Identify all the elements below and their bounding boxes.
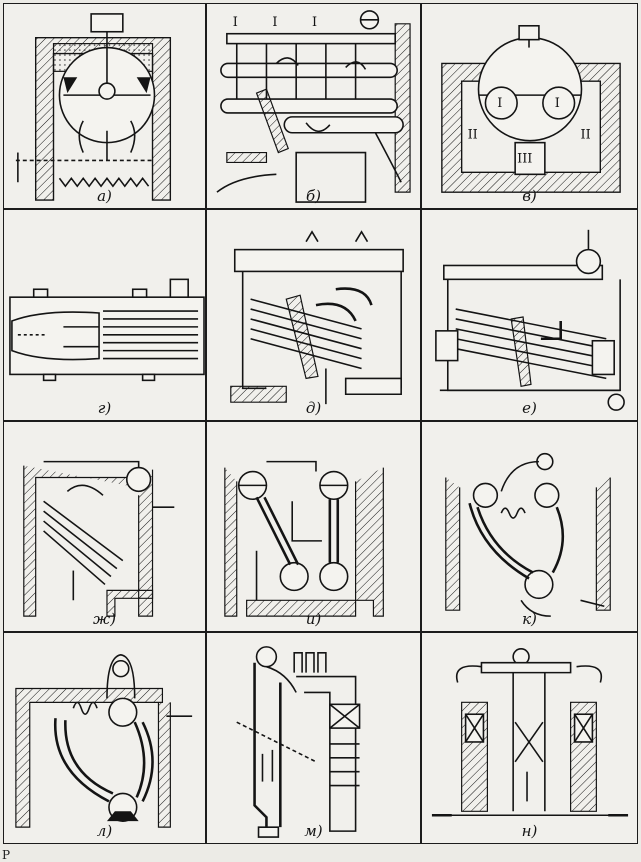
roman-I-3: I	[312, 15, 317, 30]
panel-zh-drawing	[23, 460, 175, 617]
panel-d: д)	[206, 209, 421, 421]
panel-k: к)	[421, 421, 638, 632]
panel-a-drawing	[15, 13, 172, 201]
panel-v-drawing: I I II II III	[441, 24, 621, 193]
panel-i-drawing	[224, 460, 384, 617]
label-n: н)	[521, 822, 538, 840]
label-k: к)	[522, 610, 537, 628]
panel-n: н)	[421, 632, 638, 844]
roman-III: III	[517, 151, 532, 166]
roman-I-5: I	[555, 96, 560, 111]
panel-e-drawing	[435, 229, 625, 411]
label-v: в)	[522, 187, 537, 205]
roman-I-1: I	[233, 15, 238, 30]
label-m: м)	[304, 822, 323, 840]
label-a: а)	[97, 187, 112, 205]
label-d: д)	[305, 399, 322, 417]
panel-g: г)	[3, 209, 206, 421]
roman-II-1: II	[468, 128, 478, 143]
label-l: л)	[96, 822, 113, 840]
panel-v: I I II II III в)	[421, 3, 638, 209]
panel-g-drawing	[9, 278, 205, 382]
label-g: г)	[97, 399, 112, 417]
label-zh: ж)	[93, 610, 116, 628]
label-e: е)	[522, 399, 537, 417]
panel-m: м)	[206, 632, 421, 844]
footer-text: Р	[2, 848, 11, 862]
roman-I-4: I	[497, 96, 502, 111]
panel-k-drawing	[445, 452, 611, 617]
panel-zh: ж)	[3, 421, 206, 632]
panel-d-drawing	[230, 230, 404, 405]
panel-m-drawing	[236, 646, 361, 838]
panel-l: л)	[3, 632, 206, 844]
panel-i: и)	[206, 421, 421, 632]
panel-b-drawing: I I I	[216, 10, 411, 203]
roman-II-2: II	[581, 128, 591, 143]
panel-l-drawing	[15, 654, 193, 828]
panel-e: е)	[421, 209, 638, 421]
panel-a: а)	[3, 3, 206, 209]
label-i: и)	[305, 610, 322, 628]
roman-I-2: I	[272, 15, 277, 30]
panel-b: I I I б)	[206, 3, 421, 209]
panel-n-drawing	[431, 648, 629, 817]
label-b: б)	[305, 187, 321, 205]
